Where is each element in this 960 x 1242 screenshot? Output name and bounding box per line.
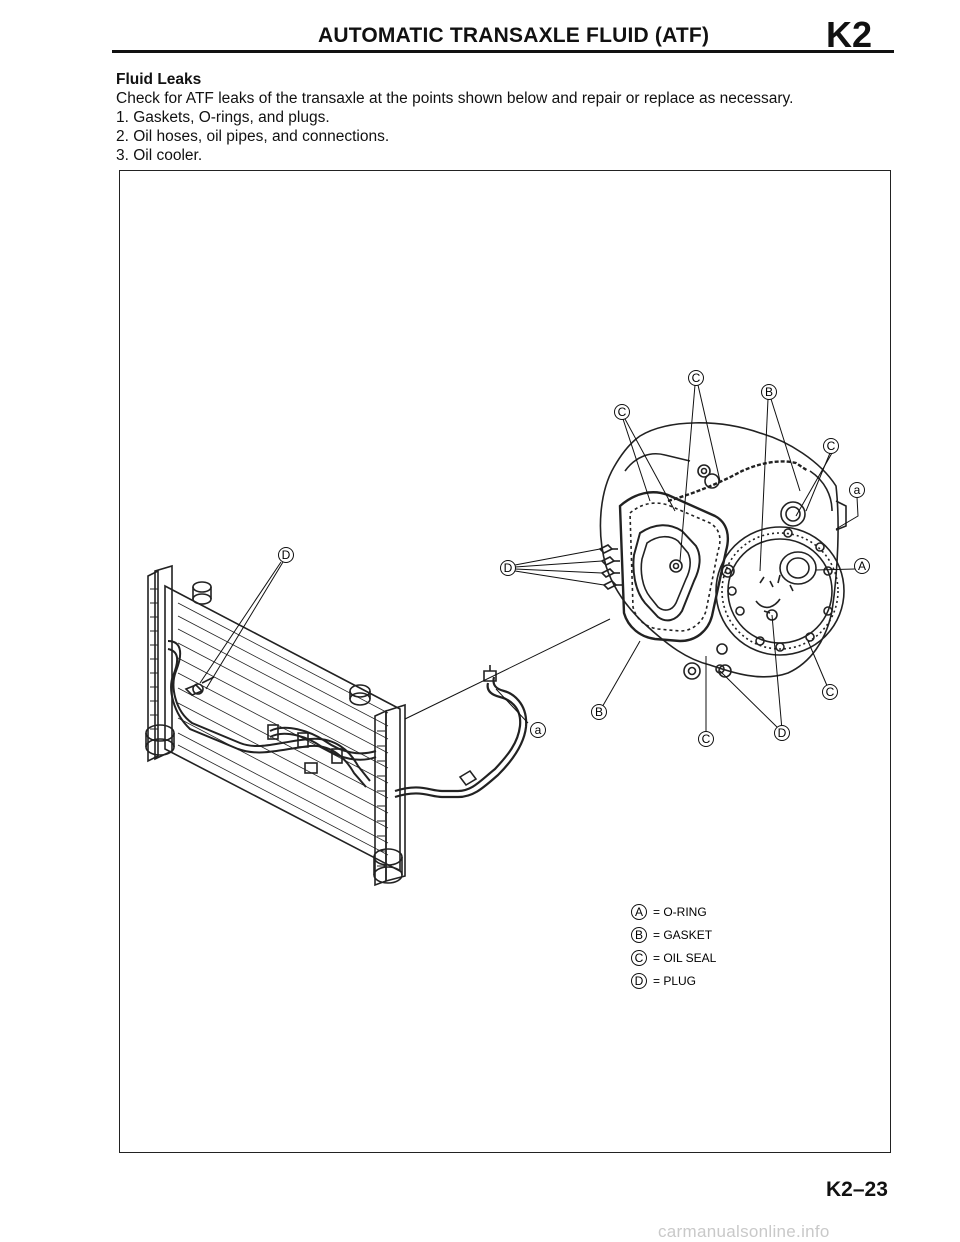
callout-marker: A (854, 558, 870, 574)
legend-text: = OIL SEAL (653, 951, 717, 965)
callout-marker: a (849, 482, 865, 498)
legend: A = O-RING B = GASKET C = OIL SEAL D = P… (631, 904, 717, 989)
callout-marker: C (614, 404, 630, 420)
callout-letter: C (618, 405, 627, 419)
figure-frame: C C B C a A D D B a C D C A = O-RING B = (119, 170, 891, 1153)
callout-marker: D (278, 547, 294, 563)
callout-letter: B (765, 385, 773, 399)
callout-letter: B (595, 705, 603, 719)
callout-letter: D (504, 561, 513, 575)
page-title: AUTOMATIC TRANSAXLE FLUID (ATF) (318, 24, 710, 47)
legend-letter: C (635, 951, 644, 965)
legend-text: = O-RING (653, 905, 707, 919)
leak-points-diagram: C C B C a A D D B a C D C A = O-RING B = (145, 370, 870, 989)
legend-text: = PLUG (653, 974, 696, 988)
body-text: Fluid Leaks Check for ATF leaks of the t… (116, 70, 896, 165)
section-heading: Fluid Leaks (116, 71, 202, 88)
page-number: K2–23 (826, 1178, 888, 1201)
list-item: 3. Oil cooler. (116, 147, 203, 164)
callout-marker: D (774, 725, 790, 741)
callout-marker: C (822, 684, 838, 700)
legend-letter: D (635, 974, 644, 988)
callout-letter: C (692, 371, 701, 385)
callout-letter: C (702, 732, 711, 746)
legend-letter: A (635, 905, 643, 919)
callout-marker: C (688, 370, 704, 386)
legend-item-plug: D = PLUG (631, 973, 696, 989)
callout-markers: C C B C a A D D B a C D C (278, 370, 870, 747)
callout-marker: C (823, 438, 839, 454)
callout-marker: D (500, 560, 516, 576)
legend-item-gasket: B = GASKET (631, 927, 713, 943)
callout-letter: A (858, 559, 866, 573)
callout-letter: C (827, 439, 836, 453)
legend-text: = GASKET (653, 928, 713, 942)
leader-lines (199, 384, 859, 736)
legend-item-oil-seal: C = OIL SEAL (631, 950, 717, 966)
legend-letter: B (635, 928, 643, 942)
callout-letter: a (854, 483, 861, 497)
oil-cooler-illustration (145, 564, 528, 887)
callout-letter: D (282, 548, 291, 562)
list-item: 2. Oil hoses, oil pipes, and connections… (116, 128, 390, 145)
callout-marker: a (530, 722, 546, 738)
callout-letter: D (778, 726, 787, 740)
check-list: 1. Gaskets, O-rings, and plugs. 2. Oil h… (116, 108, 896, 165)
legend-item-o-ring: A = O-RING (631, 904, 707, 920)
watermark: carmanualsonline.info (658, 1222, 830, 1241)
header-rule (112, 50, 894, 53)
callout-marker: B (761, 384, 777, 400)
callout-marker: B (591, 704, 607, 720)
list-item: 1. Gaskets, O-rings, and plugs. (116, 109, 330, 126)
intro-paragraph: Check for ATF leaks of the transaxle at … (116, 90, 794, 107)
callout-marker: C (698, 731, 714, 747)
transaxle-illustration (598, 422, 847, 680)
callout-letter: C (826, 685, 835, 699)
section-code: K2 (826, 14, 873, 55)
callout-letter: a (535, 723, 542, 737)
